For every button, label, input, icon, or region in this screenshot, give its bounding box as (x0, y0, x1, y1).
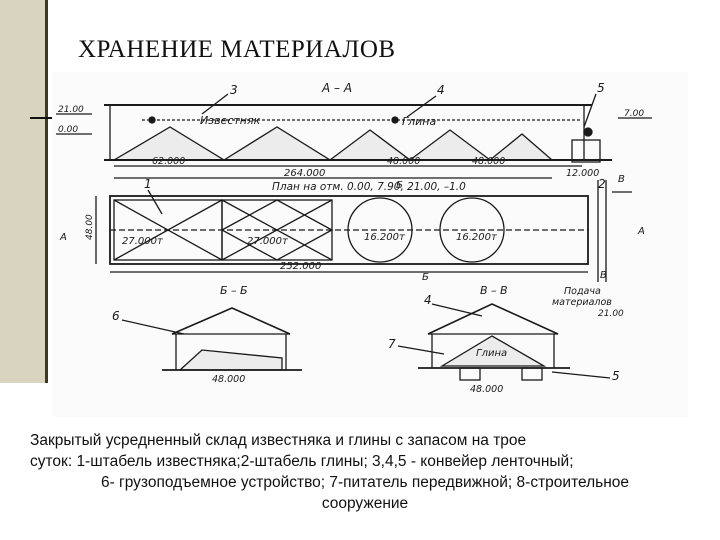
plan-label: План на отм. 0.00, 7.90, 21.00, –1.0 (272, 181, 466, 193)
callout-5: 5 (597, 81, 605, 95)
height-0: 0.00 (58, 125, 78, 135)
height-21: 21.00 (58, 105, 84, 115)
callout-1: 1 (144, 177, 152, 191)
left-decor-rule (45, 0, 48, 383)
plan-16200-a: 16.200т (364, 232, 406, 243)
slide-caption: Закрытый усредненный склад известняка и … (30, 430, 700, 514)
section-bb-label: Б – Б (220, 284, 248, 297)
letter-a-right: А (637, 226, 645, 237)
plan-16200-b: 16.200т (456, 232, 498, 243)
dim-252000: 252.000 (280, 261, 321, 272)
dim-48000-a: 48.000 (387, 156, 420, 167)
width-4800: 48.00 (85, 214, 95, 240)
caption-line-2-emph: суток (30, 453, 68, 470)
technical-drawing: А – А 3 4 5 Известняк Глина 21.00 0.00 7… (52, 72, 688, 417)
caption-line-2: суток: 1-штабель известняка;2-штабель гл… (30, 451, 700, 472)
supply-label-2: материалов (552, 297, 612, 308)
section-aa-label: А – А (321, 81, 352, 95)
slide-title: ХРАНЕНИЕ МАТЕРИАЛОВ (78, 36, 396, 63)
callout-3: 3 (230, 83, 238, 97)
letter-v-top: В (618, 174, 625, 185)
letter-b-bottom: Б (422, 272, 429, 283)
callout-4: 4 (437, 83, 445, 97)
letter-a-left: А (59, 232, 67, 243)
plan-27000-b: 27.000т (247, 236, 289, 247)
dim-62000: 62.000 (152, 156, 185, 167)
caption-line-1: Закрытый усредненный склад известняка и … (30, 432, 527, 449)
material-clay-label: Глина (402, 115, 437, 128)
callout-2: 2 (598, 177, 606, 191)
callout-7-vv: 7 (388, 337, 396, 351)
letter-b-top: Б (396, 180, 403, 191)
clay-vv-label: Глина (476, 348, 507, 359)
dim-264000: 264.000 (284, 168, 325, 179)
dim-48000-vv: 48.000 (470, 384, 503, 395)
caption-line-4: сооружение (321, 495, 409, 512)
section-vv-label: В – В (480, 284, 508, 297)
material-limestone-label: Известняк (200, 114, 261, 127)
callout-5-vv: 5 (612, 369, 620, 383)
left-decor-band (0, 0, 48, 383)
dim-48000-b: 48.000 (472, 156, 505, 167)
callout-6-bb: 6 (112, 309, 120, 323)
callout-4-vv: 4 (424, 293, 432, 307)
supply-label: Подача (564, 286, 601, 297)
dim-48000-bb: 48.000 (212, 374, 245, 385)
height-7: 7.00 (624, 109, 644, 119)
title-decor-rule (30, 117, 52, 119)
height-21-vv: 21.00 (598, 309, 624, 319)
dim-12000: 12.000 (566, 168, 599, 179)
caption-line-3: 6- грузоподъемное устройство; 7-питатель… (100, 474, 630, 491)
caption-line-2-rest: : 1-штабель известняка;2-штабель глины; … (67, 453, 574, 470)
plan-27000-a: 27.000т (122, 236, 164, 247)
letter-v-bottom: В (600, 270, 607, 281)
